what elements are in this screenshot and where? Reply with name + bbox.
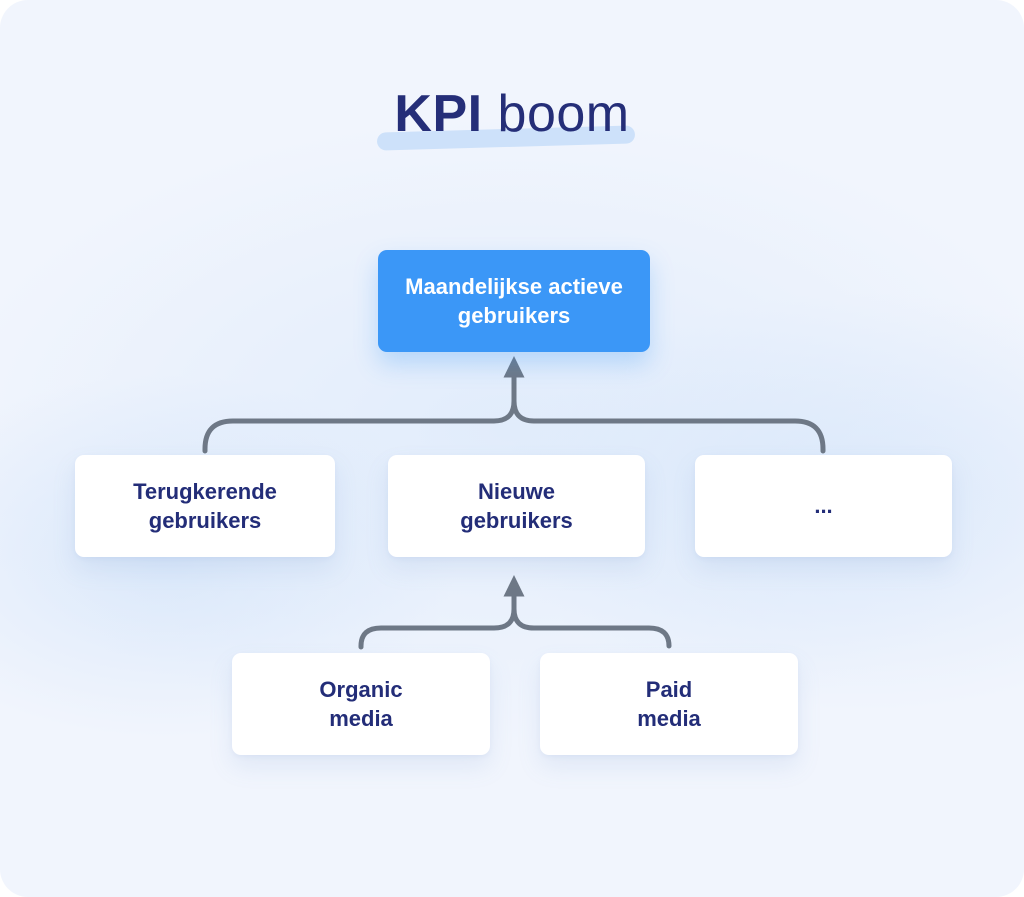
connector-strokes <box>202 372 826 650</box>
node-label-line: media <box>329 706 393 731</box>
arrow-up-icon <box>503 575 525 597</box>
connector-level1-left-branch <box>202 398 517 454</box>
node-label-line: gebruikers <box>457 303 571 328</box>
node-other-ellipsis: ... <box>695 455 952 557</box>
connector-arrowheads <box>503 356 525 597</box>
node-label-line: Paid <box>645 676 693 702</box>
node-new-users: Nieuwe gebruikers <box>388 455 645 557</box>
node-label-line: Terugkerende <box>133 478 277 504</box>
node-monthly-active-users: Maandelijkse actieve gebruikers <box>378 250 650 352</box>
node-label-line: Nieuwe <box>477 478 556 504</box>
page-title-row: KPI boom <box>0 85 1024 143</box>
arrow-up-icon <box>503 356 525 378</box>
page-title: KPI boom <box>394 85 630 143</box>
node-label-line: gebruikers <box>148 508 262 533</box>
page-title-bold: KPI <box>394 85 483 143</box>
page-title-regular: boom <box>497 85 630 143</box>
node-label-line: ... <box>814 493 833 519</box>
node-paid-media: Paid media <box>540 653 798 755</box>
node-label-line: Organic <box>319 676 403 702</box>
connector-level1-right-branch <box>511 398 826 454</box>
node-organic-media: Organic media <box>232 653 490 755</box>
node-label-line: gebruikers <box>460 508 573 533</box>
connector-level2-left-branch <box>358 606 517 650</box>
connector-level2-right-branch <box>511 606 672 649</box>
node-label-line: Maandelijkse actieve <box>405 273 623 299</box>
node-label-line: media <box>637 706 701 731</box>
node-returning-users: Terugkerende gebruikers <box>75 455 335 557</box>
